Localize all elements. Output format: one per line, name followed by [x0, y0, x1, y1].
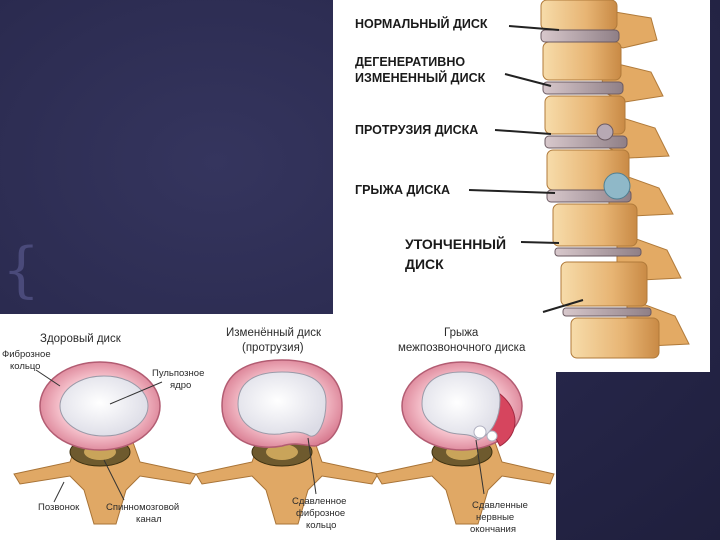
label-nerve-line3: окончания — [470, 524, 516, 535]
label-squeezed-ring-line3: кольцо — [306, 520, 336, 531]
vertebral-bodies — [540, 0, 660, 359]
label-thinned-line2: ДИСК — [405, 256, 444, 272]
disc-cross-sections: Здоровый диск Изменённый диск (протрузия… — [2, 327, 555, 535]
disc-protrusion-bulge — [596, 123, 614, 141]
label-normal-disc: НОРМАЛЬНЫЙ ДИСК — [355, 16, 488, 31]
label-nerve-line1: Сдавленные — [472, 500, 528, 511]
label-protrusion: ПРОТРУЗИЯ ДИСКА — [355, 123, 478, 137]
disc-normal — [540, 29, 620, 43]
label-nucleus-line2: ядро — [170, 380, 191, 391]
label-squeezed-ring-line1: Сдавленное — [292, 496, 346, 507]
label-hernia: ГРЫЖА ДИСКА — [355, 183, 450, 197]
label-squeezed-ring-line2: фиброзное — [296, 508, 345, 519]
disc-cross-sections-panel: Здоровый диск Изменённый диск (протрузия… — [0, 314, 556, 540]
healthy-disc — [13, 361, 197, 525]
title-healthy-disc: Здоровый диск — [40, 333, 122, 345]
label-fibrous-ring-line2: кольцо — [10, 361, 40, 372]
title-hernia-line2: межпозвоночного диска — [398, 342, 526, 354]
slide-bracket-decoration: { — [2, 235, 41, 305]
label-degenerative-line1: ДЕГЕНЕРАТИВНО — [355, 55, 465, 69]
label-spinal-canal-line2: канал — [136, 514, 162, 525]
leader-lines — [468, 25, 584, 313]
hernia-disc — [375, 361, 555, 525]
disc-degenerative — [542, 81, 624, 95]
disc-protrusion — [544, 135, 628, 149]
label-spinal-canal-line1: Спинномозговой — [106, 502, 179, 513]
title-changed-disc-line1: Изменённый диск — [226, 327, 322, 339]
protrusion-disc — [195, 359, 379, 525]
intervertebral-discs — [540, 29, 652, 317]
label-nerve-line2: нервные — [476, 512, 514, 523]
disc-leader-lines — [35, 369, 485, 503]
disc-hernia-bulge — [603, 172, 631, 200]
spine-diagram-panel: НОРМАЛЬНЫЙ ДИСК ДЕГЕНЕРАТИВНО ИЗМЕНЕННЫЙ… — [333, 0, 710, 372]
spine-illustration: НОРМАЛЬНЫЙ ДИСК ДЕГЕНЕРАТИВНО ИЗМЕНЕННЫЙ… — [355, 0, 690, 359]
label-thinned-line1: УТОНЧЕННЫЙ — [405, 235, 506, 252]
label-nucleus-line1: Пульпозное — [152, 368, 204, 379]
disc-thinned — [554, 247, 642, 257]
label-fibrous-ring-line1: Фиброзное — [2, 349, 51, 360]
label-degenerative-line2: ИЗМЕНЕННЫЙ ДИСК — [355, 70, 486, 85]
title-hernia-line1: Грыжа — [444, 327, 479, 339]
label-vertebra: Позвонок — [38, 502, 80, 513]
title-changed-disc-line2: (протрузия) — [242, 342, 304, 354]
